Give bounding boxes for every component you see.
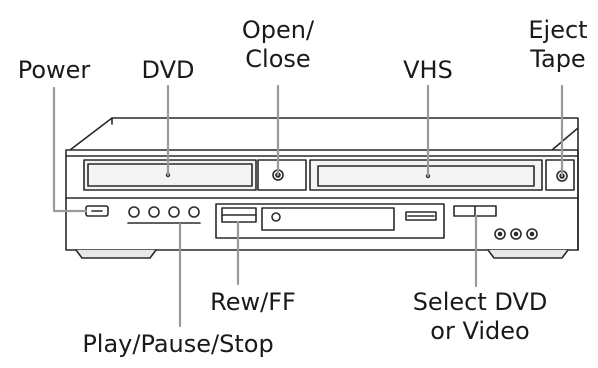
transport-button-2 xyxy=(148,206,160,218)
dvd-tray-inner xyxy=(87,163,253,187)
right-foot xyxy=(487,249,569,259)
av-jack-1 xyxy=(494,228,506,240)
label-select-dvd-video: Select DVD or Video xyxy=(412,288,548,345)
left-foot xyxy=(75,249,157,259)
callout-lines xyxy=(52,84,564,328)
cabinet-top xyxy=(69,117,579,151)
label-vhs: VHS xyxy=(403,56,453,84)
label-eject-tape: Eject Tape xyxy=(528,16,588,73)
label-power: Power xyxy=(17,56,91,84)
label-dvd: DVD xyxy=(141,56,195,84)
label-play-pause-stop: Play/Pause/Stop xyxy=(82,330,274,358)
open-close-panel xyxy=(257,159,307,191)
display-window xyxy=(261,207,395,231)
av-jack-2-center xyxy=(513,231,519,237)
eject-panel xyxy=(545,159,575,191)
label-open-close: Open/ Close xyxy=(241,16,315,73)
transport-button-4 xyxy=(188,206,200,218)
transport-button-1 xyxy=(128,206,140,218)
vhs-slot xyxy=(309,159,543,191)
display-indicator xyxy=(271,212,281,222)
av-jack-3 xyxy=(526,228,538,240)
av-jack-2 xyxy=(510,228,522,240)
av-jack-1-center xyxy=(497,231,503,237)
control-panel xyxy=(215,203,445,239)
callout-power xyxy=(52,86,88,213)
panel-slot xyxy=(405,211,437,221)
label-rew-ff: Rew/FF xyxy=(210,288,296,316)
vhs-slot-inner xyxy=(317,165,535,187)
av-jack-3-center xyxy=(529,231,535,237)
transport-button-3 xyxy=(168,206,180,218)
